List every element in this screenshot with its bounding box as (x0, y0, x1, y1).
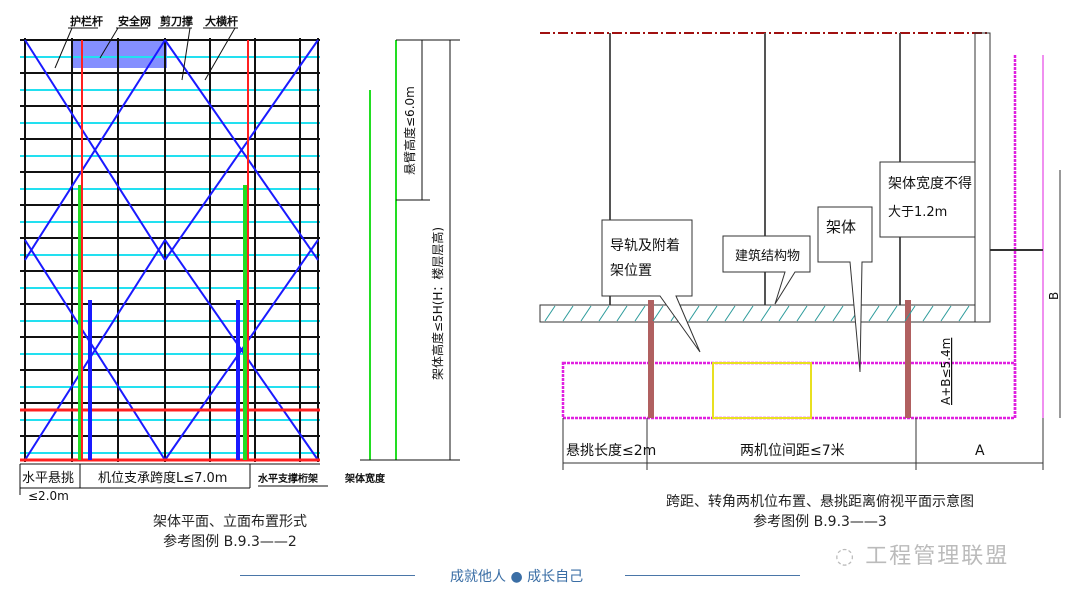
label-ledger: 大横杆 (205, 14, 238, 28)
slab-hatch (940, 305, 952, 322)
slab-hatch (814, 305, 826, 322)
scissor-brace (164, 239, 319, 461)
slab-hatch (688, 305, 700, 322)
scissor-brace (164, 39, 319, 261)
dim-support-truss: 水平支撑桁架 (257, 472, 318, 485)
dim-cantilever-height: 悬臂高度≤6.0m (402, 86, 417, 175)
dim-frame-width: 架体宽度 (344, 472, 386, 485)
elevation-drawing (20, 38, 320, 462)
slab-hatch (904, 305, 916, 322)
label-guardrail: 护栏杆 (70, 14, 103, 28)
footer-divider-left (240, 575, 415, 576)
slab-hatch (706, 305, 718, 322)
dim-frame-height: 架体高度≤5H(H：楼层层高) (430, 227, 445, 380)
callout-guide-rail (601, 219, 701, 353)
dim-ab-limit: A+B≤5.4m (939, 338, 953, 405)
slab-hatch (580, 305, 592, 322)
watermark: ◌ 工程管理联盟 (835, 538, 1009, 570)
left-caption-title: 架体平面、立面布置形式 (153, 514, 307, 530)
scissor-brace (24, 239, 166, 461)
dim-cantilever-limit: ≤2.0m (28, 489, 69, 503)
label-safety-net: 安全网 (118, 14, 151, 28)
slab-hatch (760, 305, 772, 322)
slab-hatch (544, 305, 556, 322)
dim-b: B (1047, 292, 1061, 300)
callout-guide-rail-text-2: 架位置 (610, 263, 652, 279)
callout-structure (722, 235, 811, 305)
plan-drawing (539, 32, 1061, 470)
slab-hatch (616, 305, 628, 322)
dim-spacing: 两机位间距≤7米 (740, 443, 845, 459)
slab-hatch (958, 305, 970, 322)
footer-slogan: 成就他人 ● 成长自己 (450, 569, 584, 585)
slab-hatch (652, 305, 664, 322)
dim-a: A (975, 443, 985, 459)
dim-cantilever-length: 悬挑长度≤2m (566, 443, 656, 459)
callout-width-text: 架体宽度不得 (888, 175, 972, 192)
scissor-brace (24, 39, 166, 261)
slab-hatch (868, 305, 880, 322)
slab-hatch (724, 305, 736, 322)
callout-frame-text: 架体 (826, 218, 856, 236)
callout-structure-text: 建筑结构物 (735, 248, 800, 264)
callout-guide-rail-text: 导轨及附着 (610, 238, 680, 254)
slab-hatch (778, 305, 790, 322)
callout-width-text-2: 大于1.2m (888, 205, 947, 220)
callout-frame (817, 206, 873, 373)
footer: 成就他人 ● 成长自己 (0, 563, 1080, 587)
watermark-text: 工程管理联盟 (865, 544, 1010, 569)
slab-hatch (832, 305, 844, 322)
dim-cantilever: 水平悬挑 (22, 471, 74, 486)
safety-net-area (72, 40, 167, 68)
left-caption: 架体平面、立面布置形式 参考图例 B.9.3——2 (110, 512, 350, 552)
right-caption: 跨距、转角两机位布置、悬挑距离俯视平面示意图 参考图例 B.9.3——3 (620, 492, 1020, 532)
label-scissor-brace: 剪刀撑 (160, 14, 193, 28)
slab-hatch (796, 305, 808, 322)
left-caption-reference: 参考图例 B.9.3——2 (163, 534, 297, 550)
slab-hatch (742, 305, 754, 322)
right-caption-title: 跨距、转角两机位布置、悬挑距离俯视平面示意图 (666, 494, 974, 510)
footer-divider-right (625, 575, 800, 576)
right-caption-reference: 参考图例 B.9.3——3 (753, 514, 887, 530)
side-elevation (360, 39, 460, 461)
wechat-icon: ◌ (835, 544, 866, 569)
callout-width-limit (879, 161, 976, 238)
slab-hatch (562, 305, 574, 322)
slab-hatch (886, 305, 898, 322)
slab-hatch (922, 305, 934, 322)
dim-span: 机位支承跨度L≤7.0m (98, 470, 227, 486)
slab-hatch (634, 305, 646, 322)
slab-hatch (598, 305, 610, 322)
